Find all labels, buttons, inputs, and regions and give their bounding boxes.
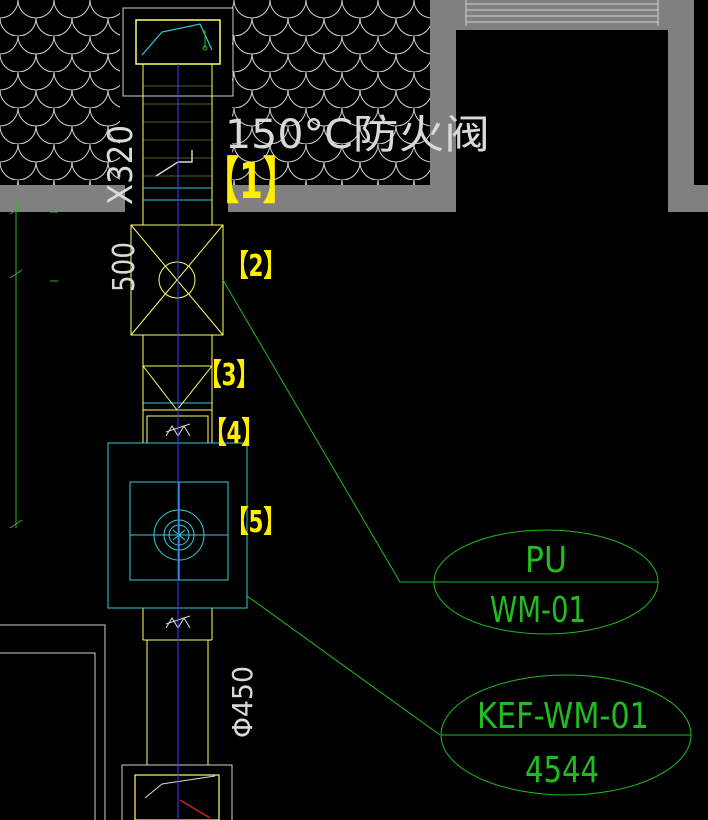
marker-3: 【3】 xyxy=(200,358,258,393)
tag-pu-top: PU xyxy=(525,540,567,581)
leader-pu xyxy=(222,279,435,583)
tag-kef-top: KEF-WM-01 xyxy=(477,696,649,737)
leader-kef xyxy=(246,595,441,736)
wall-vertical-left xyxy=(430,0,456,212)
tag-pu-bottom: WM-01 xyxy=(490,590,586,631)
walls xyxy=(0,0,708,212)
marker-2: 【2】 xyxy=(227,249,285,284)
roof-area xyxy=(0,0,430,200)
marker-1: 【1】 xyxy=(205,152,297,210)
marker-4: 【4】 xyxy=(205,416,263,451)
marker-5: 【5】 xyxy=(227,505,285,540)
wall-horizontal xyxy=(0,185,125,212)
leader-lines xyxy=(222,279,441,736)
fire-damper-symbol xyxy=(155,150,193,177)
wall-vertical-right xyxy=(668,0,694,212)
shaft-lines xyxy=(465,0,659,26)
wall-cap-right xyxy=(694,185,708,212)
dimension-line xyxy=(9,200,58,529)
fire-damper-label: 150°C防火阀 xyxy=(225,112,490,158)
round-duct-label: Φ450 xyxy=(226,666,259,738)
wall-top-shaft xyxy=(456,0,668,30)
item-markers: 【1】 【2】 【3】 【4】 【5】 xyxy=(200,152,297,540)
wall-horizontal-right xyxy=(228,185,456,212)
room-outline xyxy=(0,624,106,820)
tag-kef: KEF-WM-01 4544 xyxy=(440,674,692,796)
tag-kef-bottom: 4544 xyxy=(525,750,599,791)
tag-pu: PU WM-01 xyxy=(433,529,659,635)
duct xyxy=(142,64,213,765)
bottom-terminal xyxy=(121,764,233,820)
filter-box xyxy=(130,224,224,336)
duct-width-label: 500 xyxy=(107,242,142,292)
duct-size-label: X320 xyxy=(101,125,141,205)
